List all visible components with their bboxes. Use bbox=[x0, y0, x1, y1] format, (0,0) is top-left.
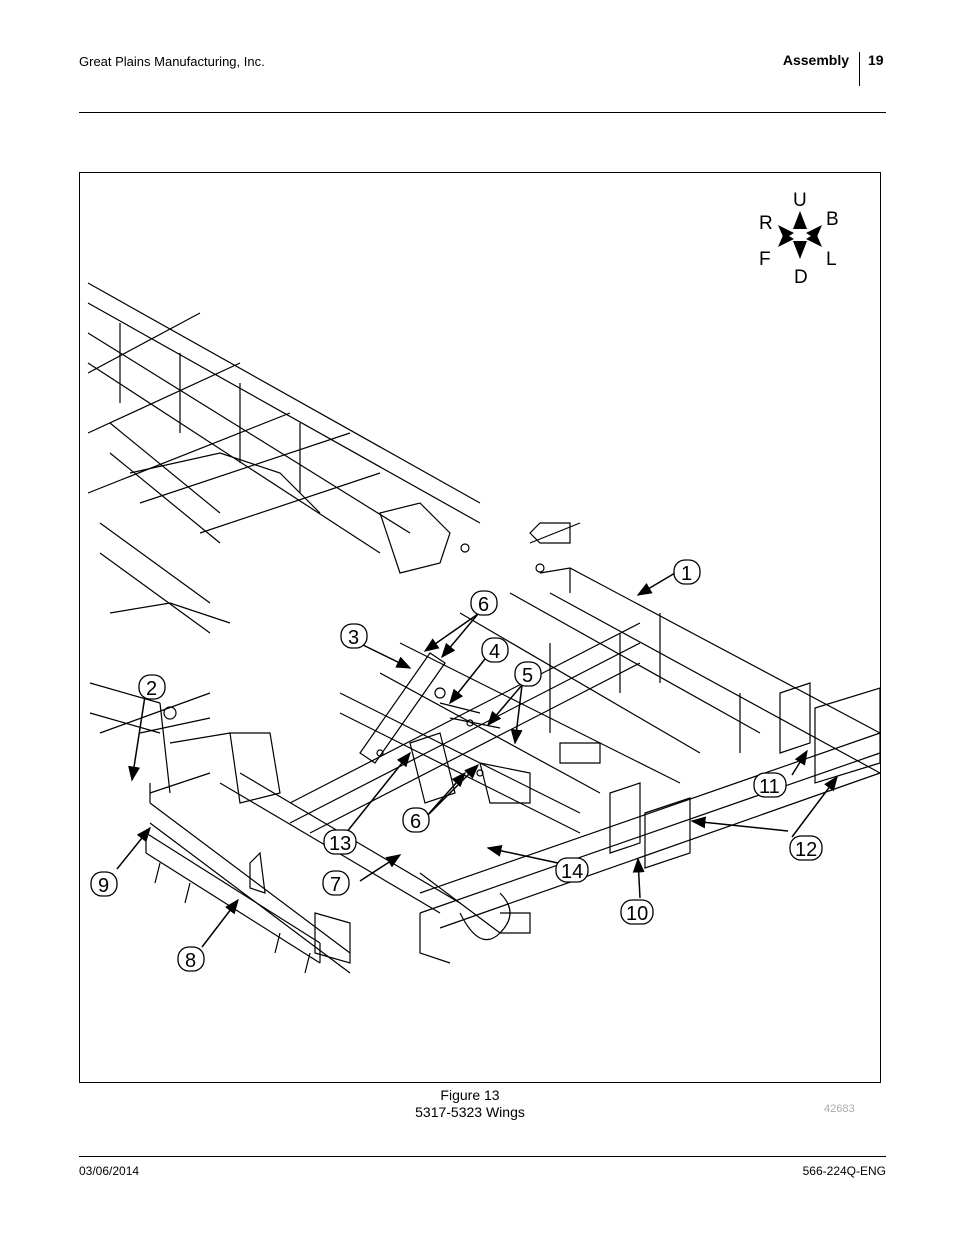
callout-3-box bbox=[340, 623, 368, 649]
callout-6b-box bbox=[402, 807, 430, 833]
callout-14-box bbox=[555, 857, 589, 883]
page-number: 19 bbox=[868, 52, 884, 68]
wing-frame-drawing bbox=[87, 282, 881, 974]
callout-13: 13 bbox=[329, 833, 351, 855]
callout-9-box bbox=[90, 871, 118, 897]
compass-down: D bbox=[794, 267, 808, 288]
callout-8: 8 bbox=[185, 950, 196, 972]
compass-back: B bbox=[826, 209, 839, 230]
callout-10-box bbox=[620, 899, 654, 925]
assembly-drawing: U D R B F L bbox=[87, 190, 881, 974]
callout-4-box bbox=[481, 637, 509, 663]
footer-doc-number: 566-224Q-ENG bbox=[802, 1164, 886, 1178]
callout-4: 4 bbox=[489, 641, 500, 663]
section-title: Assembly bbox=[782, 52, 849, 68]
callout-5-box bbox=[514, 661, 542, 687]
footer-date: 03/06/2014 bbox=[79, 1164, 140, 1178]
callout-2: 2 bbox=[146, 678, 157, 700]
callout-3: 3 bbox=[348, 627, 359, 649]
compass-front: F bbox=[759, 249, 771, 270]
callout-1: 1 bbox=[681, 563, 692, 585]
figure-id: 42683 bbox=[824, 1103, 855, 1115]
callout-6a: 6 bbox=[478, 594, 489, 616]
callout-13-box bbox=[323, 829, 357, 855]
footer-rule bbox=[79, 1156, 886, 1157]
compass-up: U bbox=[793, 190, 807, 211]
callout-10: 10 bbox=[626, 903, 648, 925]
compass-rose: U D R B F L bbox=[759, 190, 839, 288]
callout-7: 7 bbox=[330, 874, 341, 896]
figure-frame: U D R B F L bbox=[79, 172, 881, 1083]
callout-12-box bbox=[789, 835, 823, 861]
compass-right: R bbox=[759, 213, 773, 234]
callout-texts: 1 2 3 4 5 6 6 7 8 9 10 11 12 13 14 bbox=[98, 563, 817, 972]
callout-8-box bbox=[177, 946, 205, 972]
callout-5: 5 bbox=[522, 665, 533, 687]
figure-caption-title: 5317-5323 Wings bbox=[415, 1104, 525, 1120]
figure-caption-number: Figure 13 bbox=[440, 1087, 500, 1103]
callout-2-box bbox=[138, 674, 166, 700]
header-rule bbox=[79, 112, 886, 113]
callout-6b: 6 bbox=[410, 811, 421, 833]
callout-11-box bbox=[753, 772, 787, 798]
header-separator bbox=[859, 52, 860, 86]
callout-arrows bbox=[116, 572, 838, 948]
callout-6a-box bbox=[470, 590, 498, 616]
callout-7-box bbox=[322, 870, 350, 896]
callout-9: 9 bbox=[98, 875, 109, 897]
company-name: Great Plains Manufacturing, Inc. bbox=[79, 54, 265, 69]
callout-labels bbox=[90, 559, 823, 972]
callout-14: 14 bbox=[561, 861, 583, 883]
compass-left: L bbox=[826, 249, 837, 270]
callout-11: 11 bbox=[759, 776, 780, 798]
callout-12: 12 bbox=[795, 839, 817, 861]
callout-1-box bbox=[673, 559, 701, 585]
